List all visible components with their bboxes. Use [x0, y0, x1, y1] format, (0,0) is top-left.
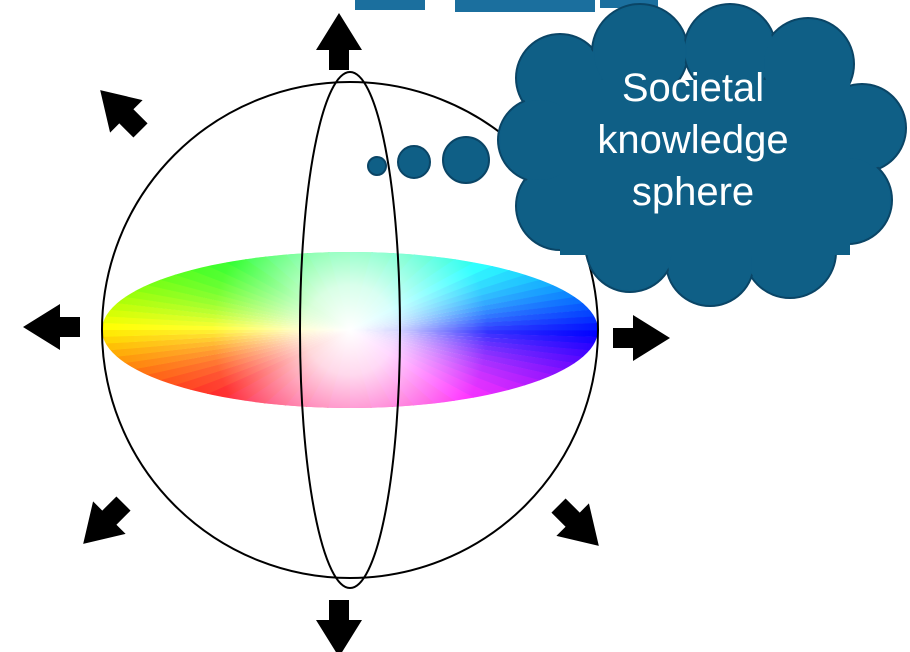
thought-bubble-small	[367, 156, 387, 176]
thought-bubble-large	[442, 136, 490, 184]
cloud-callout-body	[500, 6, 904, 304]
title-fragment	[355, 0, 658, 12]
callout-label: Societal knowledge sphere	[548, 62, 838, 218]
sphere-outline	[101, 81, 599, 579]
sphere-meridian	[299, 71, 401, 589]
arrow-up-left-icon	[100, 90, 148, 138]
arrow-down-left-icon	[83, 496, 131, 544]
arrow-down-icon	[316, 600, 362, 652]
arrow-up-icon	[316, 13, 362, 70]
thought-bubble-medium	[397, 145, 431, 179]
callout-line-2: knowledge	[597, 118, 789, 162]
callout-line-3: sphere	[631, 170, 755, 214]
color-wheel-disk	[102, 252, 598, 408]
arrow-left-icon	[23, 304, 80, 350]
arrow-down-right-icon	[551, 498, 599, 546]
arrow-right-icon	[613, 315, 670, 361]
callout-line-1: Societal	[621, 66, 765, 110]
